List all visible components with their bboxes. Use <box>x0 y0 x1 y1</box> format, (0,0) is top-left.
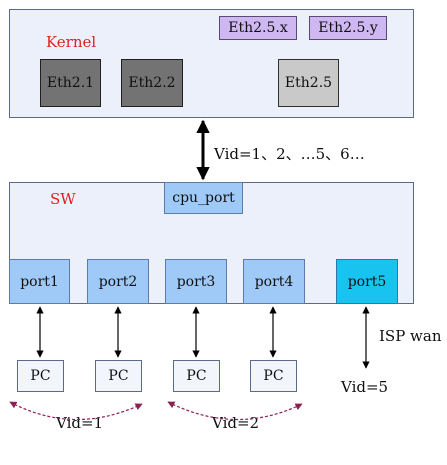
switch-port-3: port3 <box>165 259 227 304</box>
port4-label: port4 <box>254 273 294 290</box>
pc-2: PC <box>95 360 142 392</box>
eth2-5-y-label: Eth2.5.y <box>318 20 378 36</box>
pc-1: PC <box>17 360 64 392</box>
pc-4-label: PC <box>263 368 284 384</box>
eth2-1-label: Eth2.1 <box>46 75 95 91</box>
wan-vid-label: Vid=5 <box>341 378 389 396</box>
switch-port-5-wan: port5 <box>336 259 398 304</box>
eth2-1-interface: Eth2.1 <box>40 59 101 107</box>
switch-port-4: port4 <box>243 259 305 304</box>
eth2-5-y-interface: Eth2.5.y <box>309 16 387 40</box>
cpu-port: cpu_port <box>164 182 243 214</box>
eth2-5-x-interface: Eth2.5.x <box>219 16 297 40</box>
eth2-2-label: Eth2.2 <box>128 75 176 91</box>
switch-port-2: port2 <box>87 259 149 304</box>
pc-1-label: PC <box>30 368 51 384</box>
cpu-port-label: cpu_port <box>172 190 235 206</box>
eth2-5-label: Eth2.5 <box>284 75 333 91</box>
switch-title: SW <box>50 190 76 208</box>
eth2-2-interface: Eth2.2 <box>121 59 183 107</box>
port2-label: port2 <box>98 273 138 290</box>
port5-label: port5 <box>347 273 387 290</box>
port1-label: port1 <box>20 273 59 290</box>
pc-3: PC <box>173 360 220 392</box>
isp-wan-label: ISP wan <box>379 327 442 345</box>
vlan-1-arc <box>9 401 143 421</box>
pc-4: PC <box>250 360 297 392</box>
eth2-5-interface: Eth2.5 <box>278 59 339 107</box>
eth2-5-x-label: Eth2.5.x <box>228 20 288 36</box>
port3-label: port3 <box>176 273 216 290</box>
kernel-title: Kernel <box>46 33 97 51</box>
vlan-1-label: Vid=1 <box>56 414 104 432</box>
vlan-2-label: Vid=2 <box>212 414 260 432</box>
vlan-2-arc <box>167 401 303 421</box>
trunk-vid-label: Vid=1、2、…5、6… <box>214 145 365 163</box>
pc-2-label: PC <box>108 368 129 384</box>
switch-port-1: port1 <box>9 259 70 304</box>
pc-3-label: PC <box>186 368 207 384</box>
